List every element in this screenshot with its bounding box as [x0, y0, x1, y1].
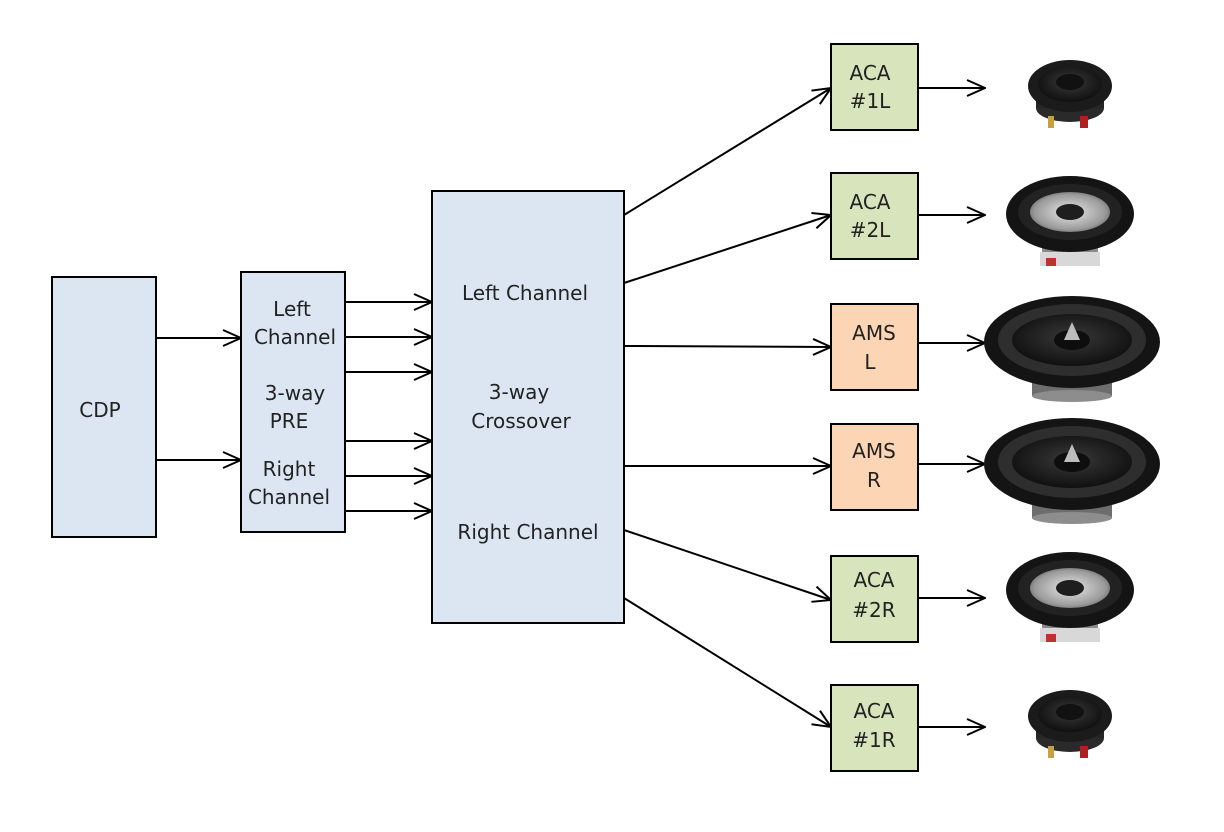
preamp-to-crossover-arrows — [345, 302, 432, 511]
arrow-xo-aca-1l — [623, 88, 831, 216]
arrow-xo-aca-2r — [623, 529, 831, 600]
amp-aca-1r: ACA #1R — [830, 684, 919, 772]
amp-aca-1l-line2: #1L — [850, 89, 891, 113]
cdp-label: CDP — [79, 398, 120, 422]
amp-ams-r: AMS R — [830, 423, 919, 511]
midrange-speaker-right — [1006, 552, 1134, 642]
amp-aca-2l-line2: #2L — [850, 218, 891, 242]
crossover-left-label: Left Channel — [462, 281, 588, 305]
preamp-right-line2: Channel — [248, 485, 330, 509]
amp-aca-2l-line1: ACA — [850, 190, 891, 214]
crossover-right-label: Right Channel — [457, 520, 598, 544]
preamp-mid-line2: PRE — [270, 409, 309, 433]
amp-ams-r-line1: AMS — [852, 439, 896, 463]
woofer-speaker-right — [984, 418, 1160, 524]
preamp-left-line2: Channel — [254, 325, 336, 349]
cdp-block: CDP — [51, 276, 157, 538]
amp-to-speaker-arrows — [918, 88, 985, 727]
amp-ams-l: AMS L — [830, 303, 919, 391]
amp-aca-2r-line1: ACA — [854, 568, 895, 592]
arrow-xo-ams-l — [623, 346, 831, 347]
amp-aca-2l: ACA #2L — [830, 172, 919, 260]
amp-aca-2r-line2: #2R — [852, 598, 895, 622]
tweeter-speaker-right — [1028, 690, 1112, 758]
amp-aca-1r-line2: #1R — [852, 728, 895, 752]
amp-aca-1l: ACA #1L — [830, 43, 919, 131]
amp-ams-l-line2: L — [864, 350, 876, 374]
crossover-to-amp-arrows — [623, 88, 831, 727]
cdp-to-preamp-arrows — [156, 338, 241, 460]
amp-aca-1r-line1: ACA — [854, 699, 895, 723]
crossover-mid-line1: 3-way — [489, 380, 550, 404]
amp-aca-1l-line1: ACA — [850, 61, 891, 85]
preamp-left-line1: Left — [273, 297, 311, 321]
woofer-speaker-left — [984, 296, 1160, 402]
crossover-mid-line2: Crossover — [471, 409, 571, 433]
arrow-xo-aca-1r — [623, 597, 831, 727]
preamp-right-line1: Right — [263, 457, 316, 481]
tweeter-speaker-left — [1028, 60, 1112, 128]
arrow-xo-aca-2l — [623, 215, 831, 284]
crossover-block: Left Channel 3-way Crossover Right Chann… — [431, 190, 625, 624]
preamp-block: Left Channel 3-way PRE Right Channel — [240, 271, 346, 533]
amp-ams-r-line2: R — [867, 468, 881, 492]
amp-aca-2r: ACA #2R — [830, 555, 919, 643]
midrange-speaker-left — [1006, 176, 1134, 266]
preamp-mid-line1: 3-way — [265, 381, 326, 405]
amp-ams-l-line1: AMS — [852, 321, 896, 345]
